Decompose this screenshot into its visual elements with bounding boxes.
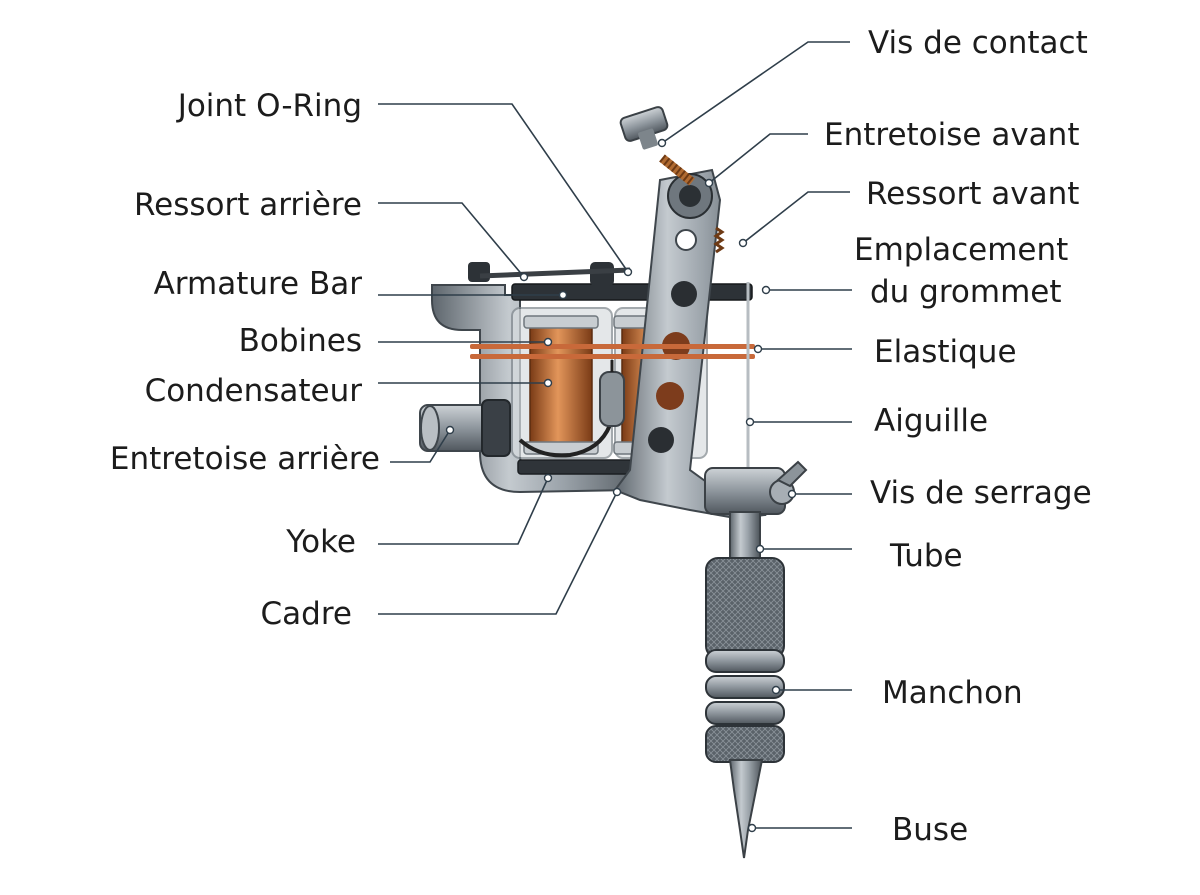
tip <box>728 759 764 859</box>
machine-illustration <box>419 106 808 859</box>
label-du-grommet: du grommet <box>870 274 1062 310</box>
anchor-dot <box>745 417 755 427</box>
anchor-dot <box>761 285 771 295</box>
anchor-dot <box>612 487 622 497</box>
anchor-dot <box>558 290 568 300</box>
label-vis-de-contact: Vis de contact <box>868 25 1088 61</box>
tube-shaft <box>729 511 761 563</box>
leader-vis-de-contact <box>661 41 850 144</box>
anchor-dot <box>787 489 797 499</box>
anchor-dot <box>747 823 757 833</box>
grip <box>705 557 785 763</box>
label-cadre: Cadre <box>261 596 352 632</box>
anchor-dot <box>704 178 714 188</box>
anchor-dot <box>445 425 455 435</box>
anchor-dot <box>623 267 633 277</box>
tube-vise <box>704 460 808 515</box>
capacitor <box>518 360 625 458</box>
label-elastique: Elastique <box>874 334 1017 370</box>
label-manchon: Manchon <box>882 675 1023 711</box>
label-ressort-arriere: Ressort arrière <box>134 187 362 223</box>
label-ressort-avant: Ressort avant <box>866 176 1079 212</box>
label-yoke: Yoke <box>285 524 356 560</box>
anchor-dots <box>445 138 797 833</box>
label-tube: Tube <box>889 538 963 574</box>
label-condensateur: Condensateur <box>145 373 363 409</box>
leader-entretoise-avant <box>708 133 808 184</box>
label-entretoise-avant: Entretoise avant <box>824 117 1079 153</box>
label-bobines: Bobines <box>239 323 362 359</box>
label-buse: Buse <box>892 812 968 848</box>
anchor-dot <box>543 337 553 347</box>
leader-entretoise-arriere <box>390 429 451 463</box>
leader-ressort-arriere <box>378 202 525 278</box>
leader-lines <box>378 41 852 829</box>
label-vis-de-serrage: Vis de serrage <box>870 475 1092 511</box>
rubber-band <box>470 344 755 359</box>
anchor-dot <box>755 544 765 554</box>
leader-ressort-avant <box>742 191 850 244</box>
anchor-dot <box>543 473 553 483</box>
anchor-dot <box>771 685 781 695</box>
labels: Vis de contact Joint O-Ring Entretoise a… <box>110 25 1092 848</box>
yoke-bar <box>517 459 639 475</box>
label-emplacement: Emplacement <box>854 232 1068 268</box>
leader-yoke <box>378 477 549 545</box>
label-aiguille: Aiguille <box>874 403 988 439</box>
label-armature-bar: Armature Bar <box>154 266 363 302</box>
anchor-dot <box>543 378 553 388</box>
anchor-dot <box>657 138 667 148</box>
label-joint-o-ring: Joint O-Ring <box>176 88 362 124</box>
front-spring <box>713 226 725 254</box>
anchor-dot <box>753 344 763 354</box>
anchor-dot <box>738 238 748 248</box>
rear-binding-post <box>419 399 511 457</box>
front-binding-post <box>619 106 713 219</box>
anchor-dot <box>519 272 529 282</box>
leader-cadre <box>378 491 618 615</box>
label-entretoise-arriere: Entretoise arrière <box>110 441 380 477</box>
leader-joint-o-ring <box>378 103 629 273</box>
